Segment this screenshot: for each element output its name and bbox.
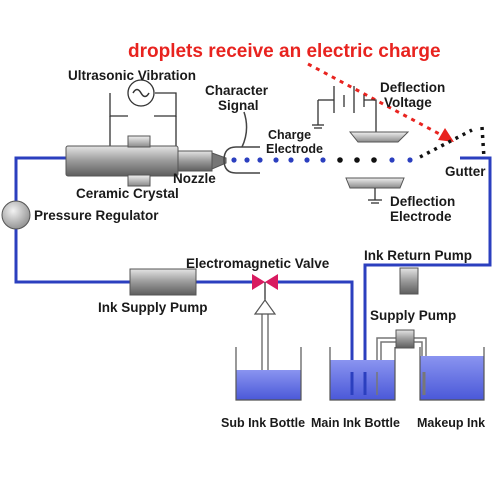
droplet-stream [231, 157, 413, 163]
droplet [371, 157, 377, 163]
droplet [389, 157, 395, 163]
droplet [304, 157, 310, 163]
charge-electrode [223, 111, 260, 174]
pipe-gutter-return [410, 156, 492, 267]
label-gutter: Gutter [445, 164, 486, 179]
droplet [320, 157, 326, 163]
electromagnetic-valve-icon [252, 274, 278, 302]
droplet [231, 157, 237, 163]
label-character: Character [205, 83, 269, 98]
label-ink-return-pump: Ink Return Pump [364, 248, 472, 263]
oscillator-icon [127, 79, 155, 107]
callout-arrowhead [438, 128, 454, 142]
label-ceramic-crystal: Ceramic Crystal [76, 186, 179, 201]
label-charge: Charge [268, 128, 311, 142]
label-pressure-regulator: Pressure Regulator [34, 208, 159, 223]
label-makeup-ink: Makeup Ink [417, 416, 485, 430]
label-supply-pump: Supply Pump [370, 308, 456, 323]
label-deflection: Deflection [380, 80, 445, 95]
label-charge-electrode: Electrode [266, 142, 323, 156]
label-deflection-electrode-2: Electrode [390, 209, 452, 224]
label-voltage: Voltage [384, 95, 432, 110]
ceramic-crystal-bottom [127, 174, 151, 187]
deflection-plate-bottom [345, 177, 405, 189]
ground-symbol [368, 188, 382, 204]
deflection-voltage-source [312, 86, 377, 132]
pipe-valve-to-main [278, 280, 354, 372]
droplet [273, 157, 279, 163]
label-sub-ink-bottle: Sub Ink Bottle [221, 416, 305, 430]
label-electromagnetic-valve: Electromagnetic Valve [186, 256, 330, 271]
droplet [407, 157, 413, 163]
nozzle-body [177, 150, 213, 172]
label-ultrasonic-vibration: Ultrasonic Vibration [68, 68, 196, 83]
callout-text: droplets receive an electric charge [128, 41, 441, 62]
print-head [65, 135, 227, 187]
character-signal-wire [241, 111, 248, 148]
label-nozzle: Nozzle [173, 171, 216, 186]
sub-ink-bottle [235, 347, 302, 401]
pressure-regulator-icon [1, 200, 31, 230]
label-main-ink-bottle: Main Ink Bottle [311, 416, 400, 430]
charge-electrode-shape [223, 146, 260, 174]
main-ink-bottle [329, 347, 396, 401]
droplet [337, 157, 343, 163]
droplet [354, 157, 360, 163]
ink-supply-pump-icon [129, 268, 197, 296]
droplet [244, 157, 250, 163]
supply-pump-icon [395, 329, 415, 349]
droplet [257, 157, 263, 163]
label-ink-supply-pump: Ink Supply Pump [98, 300, 208, 315]
label-signal: Signal [218, 98, 259, 113]
ultrasonic-oscillator [109, 79, 177, 148]
deflection-plate-top [348, 131, 410, 143]
label-deflection-electrode-1: Deflection [390, 194, 455, 209]
print-head-body [65, 145, 179, 177]
makeup-ink-bottle [419, 347, 485, 401]
deflected-trajectory [419, 126, 486, 159]
nozzle-tip [211, 152, 227, 170]
pipe-return-to-main [363, 263, 410, 372]
ceramic-crystal-top [127, 135, 151, 148]
droplet [288, 157, 294, 163]
ink-return-pump-icon [399, 267, 419, 295]
